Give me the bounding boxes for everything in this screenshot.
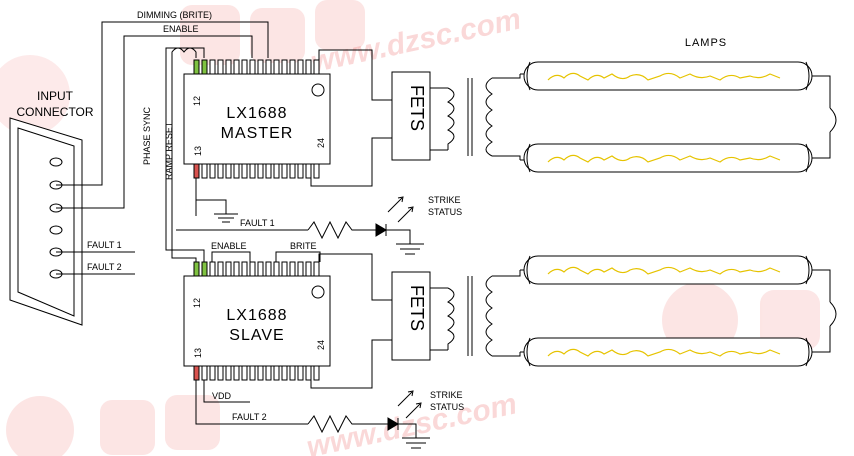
connector-wires xyxy=(56,21,269,275)
strike-top-line2: STATUS xyxy=(428,207,462,217)
signal-enable-top-label: ENABLE xyxy=(163,24,199,34)
slave-pin12-label: 12 xyxy=(192,298,202,308)
signal-fault2-in-label: FAULT 2 xyxy=(87,262,122,272)
lamp-3 xyxy=(523,255,813,285)
signal-phase-sync-label: PHASE SYNC xyxy=(142,106,152,165)
slave-part-label: LX1688 xyxy=(226,307,287,324)
slave-bottom-pins xyxy=(193,365,320,381)
lamp-2 xyxy=(523,143,813,173)
lamp-1 xyxy=(523,61,813,91)
lamps-label: LAMPS xyxy=(685,37,727,49)
transformer-bottom xyxy=(447,270,521,357)
vdd-label: VDD xyxy=(212,391,232,401)
sync-wires xyxy=(165,47,205,262)
slave-chip xyxy=(183,261,331,381)
fets-bottom xyxy=(391,271,448,361)
slave-role-label: SLAVE xyxy=(229,327,284,344)
master-top-pins xyxy=(193,59,320,75)
input-connector-label-1: INPUT xyxy=(37,89,74,103)
strike-top-line1: STRIKE xyxy=(428,195,461,205)
slave-enable-label: ENABLE xyxy=(211,241,247,251)
lamp-4 xyxy=(523,337,813,367)
fets-top xyxy=(391,71,448,161)
slave-top-wires xyxy=(211,251,321,262)
master-part-label: LX1688 xyxy=(226,105,287,122)
master-pin24-label: 24 xyxy=(316,138,326,148)
master-bottom-pins xyxy=(193,163,320,179)
fault1-mid-label: FAULT 1 xyxy=(240,218,275,228)
master-pin13-label: 13 xyxy=(193,146,203,156)
master-chip xyxy=(183,59,331,179)
fets-bottom-label: FETS xyxy=(407,285,427,331)
slave-brite-label: BRITE xyxy=(290,241,317,251)
master-fets-wires xyxy=(195,49,392,223)
signal-fault1-in-label: FAULT 1 xyxy=(87,240,122,250)
signal-ramp-reset-label: RAMP RESET xyxy=(164,121,174,180)
slave-top-pins xyxy=(193,261,320,277)
signal-dimming-label: DIMMING (BRITE) xyxy=(137,10,212,20)
fault2-mid-label: FAULT 2 xyxy=(232,412,267,422)
slave-pin13-label: 13 xyxy=(193,348,203,358)
lamp-bottom-wiring xyxy=(520,269,837,353)
slave-pin24-label: 24 xyxy=(316,340,326,350)
transformer-top xyxy=(447,74,521,160)
input-connector-label-2: CONNECTOR xyxy=(16,105,93,119)
fault1-circuit xyxy=(176,196,424,255)
strike-bottom-line2: STATUS xyxy=(430,402,464,412)
slave-fets-wires xyxy=(195,253,392,425)
fets-top-label: FETS xyxy=(407,85,427,131)
master-pin12-label: 12 xyxy=(192,96,202,106)
strike-bottom-line1: STRIKE xyxy=(430,390,463,400)
lamp-top-wiring xyxy=(520,73,837,161)
fault2-circuit xyxy=(307,390,430,449)
watermark-logo-left xyxy=(0,55,70,135)
master-role-label: MASTER xyxy=(221,125,294,142)
watermark-logo-bottom xyxy=(6,395,220,456)
input-connector xyxy=(9,117,83,326)
